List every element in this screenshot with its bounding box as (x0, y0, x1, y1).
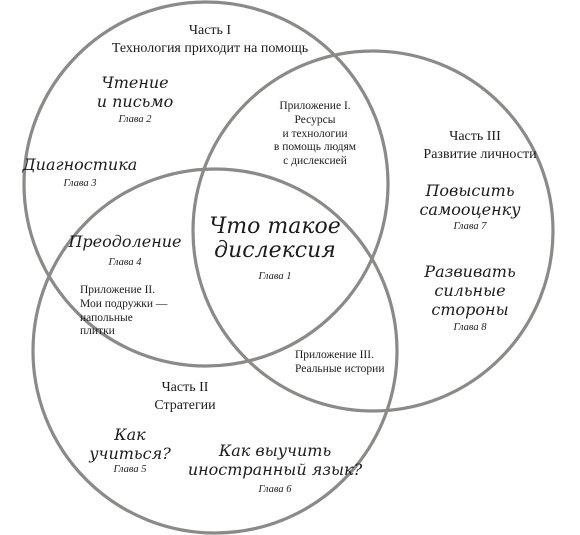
chapter-1-label: Глава 1 (258, 271, 292, 282)
chapter-3-label: Глава 3 (63, 178, 97, 189)
chapter-4-label: Глава 4 (108, 257, 142, 268)
topic-strengths: Развивать сильные стороны (424, 262, 516, 320)
part-1-subtitle: Технология приходит на помощь (111, 41, 309, 56)
part-3-title: Часть III (449, 129, 501, 144)
chapter-6-label: Глава 6 (258, 484, 292, 495)
part-3-subtitle: Развитие личности (423, 147, 537, 162)
part-2-subtitle: Стратегии (154, 398, 216, 413)
part-1-title: Часть I (188, 23, 232, 38)
appendix-1: Приложение I. Ресурсы и технологии в пом… (273, 100, 357, 168)
center-title: Что такое дислексия (209, 214, 341, 264)
appendix-3: Приложение III. Реальные истории (295, 349, 385, 375)
topic-how-to-learn: Как учиться? (89, 425, 171, 464)
topic-diagnostics: Диагностика (22, 155, 138, 174)
chapter-2-label: Глава 2 (118, 114, 152, 125)
circle-part-3 (191, 49, 555, 413)
topic-reading: Чтение и письмо (96, 73, 174, 112)
chapter-5-label: Глава 5 (113, 464, 147, 475)
appendix-2: Приложение II. Мои подружки — напольные … (80, 284, 168, 338)
topic-self-esteem: Повысить самооценку (419, 181, 521, 220)
circle-part-1 (22, 0, 390, 368)
topic-overcoming: Преодоление (68, 232, 182, 251)
circle-part-2 (31, 167, 399, 535)
chapter-8-label: Глава 8 (453, 322, 487, 333)
part-2-title: Часть II (161, 380, 209, 395)
topic-foreign-language: Как выучить иностранный язык? (187, 441, 363, 480)
chapter-7-label: Глава 7 (453, 221, 487, 232)
